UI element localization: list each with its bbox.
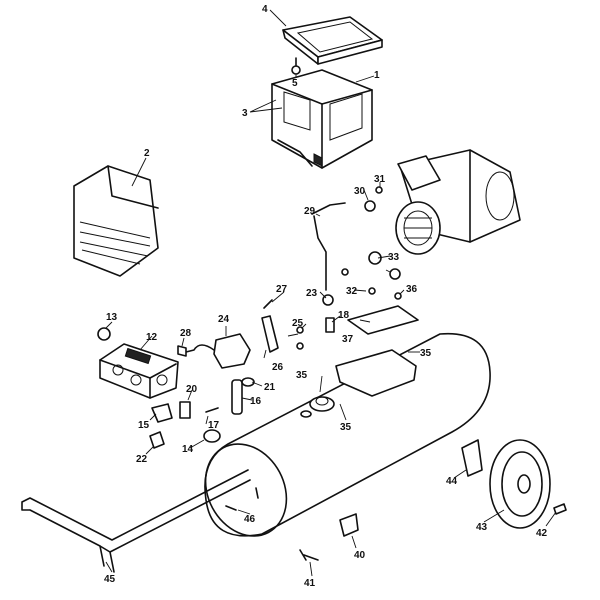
callout-43: 43 xyxy=(476,522,488,533)
part-handle xyxy=(21,469,251,553)
callout-3: 3 xyxy=(242,108,248,119)
callout-25: 25 xyxy=(292,318,304,329)
callout-15: 15 xyxy=(138,420,150,431)
callout-26: 26 xyxy=(272,362,284,373)
part-tank xyxy=(204,332,491,537)
part-side-cover xyxy=(73,165,159,277)
part-wheel xyxy=(489,439,551,529)
part-control-housing xyxy=(99,343,179,399)
part-tube-29 xyxy=(311,202,346,291)
part-pressure-switch xyxy=(177,333,251,369)
callout-33: 33 xyxy=(388,252,400,263)
part-bracket xyxy=(261,299,279,353)
callout-35b: 35 xyxy=(296,370,308,381)
callout-17: 17 xyxy=(208,420,220,431)
part-tank-fitting xyxy=(300,396,335,418)
callout-27: 27 xyxy=(276,284,288,295)
callout-24: 24 xyxy=(218,314,230,325)
callout-37: 37 xyxy=(342,334,354,345)
part-handle-leg xyxy=(99,545,115,573)
callout-32: 32 xyxy=(346,286,358,297)
callout-45: 45 xyxy=(104,574,116,585)
part-foot xyxy=(339,513,359,537)
part-motor-pump xyxy=(395,149,521,255)
callout-numbers: 1 2 3 4 5 12 13 14 15 16 17 18 20 21 22 … xyxy=(104,4,548,589)
part-cover-top xyxy=(282,16,383,65)
callout-42: 42 xyxy=(536,528,548,539)
callout-30: 30 xyxy=(354,186,366,197)
callout-14: 14 xyxy=(182,444,194,455)
part-shroud xyxy=(271,69,373,169)
part-valves-fittings xyxy=(149,401,221,449)
callout-4: 4 xyxy=(262,4,268,15)
part-screw-46 xyxy=(225,487,259,511)
part-tank-saddle xyxy=(335,349,417,397)
callout-36: 36 xyxy=(406,284,418,295)
callout-21: 21 xyxy=(264,382,276,393)
callout-12: 12 xyxy=(146,332,158,343)
callout-5: 5 xyxy=(292,78,298,89)
part-drain-valve xyxy=(299,549,319,561)
callout-16: 16 xyxy=(250,396,262,407)
callout-35a: 35 xyxy=(420,348,432,359)
leader-lines xyxy=(105,9,557,577)
callout-41: 41 xyxy=(304,578,316,589)
callout-31: 31 xyxy=(374,174,386,185)
part-small-hardware xyxy=(296,186,402,350)
callout-2: 2 xyxy=(144,148,150,159)
callout-23: 23 xyxy=(306,288,318,299)
part-wheel-bracket xyxy=(461,439,483,477)
part-gauge-stem xyxy=(231,377,255,415)
callout-28: 28 xyxy=(180,328,192,339)
callout-29: 29 xyxy=(304,206,316,217)
callout-44: 44 xyxy=(446,476,458,487)
part-axle-bolt xyxy=(553,503,567,515)
callout-1: 1 xyxy=(374,70,380,81)
part-plate-37 xyxy=(347,305,419,335)
part-13 xyxy=(97,327,111,341)
callout-22: 22 xyxy=(136,454,148,465)
callout-18: 18 xyxy=(338,310,350,321)
part-screw-5 xyxy=(291,57,301,75)
callout-35c: 35 xyxy=(340,422,352,433)
callout-46: 46 xyxy=(244,514,256,525)
callout-40: 40 xyxy=(354,550,366,561)
callout-20: 20 xyxy=(186,384,198,395)
callout-13: 13 xyxy=(106,312,118,323)
